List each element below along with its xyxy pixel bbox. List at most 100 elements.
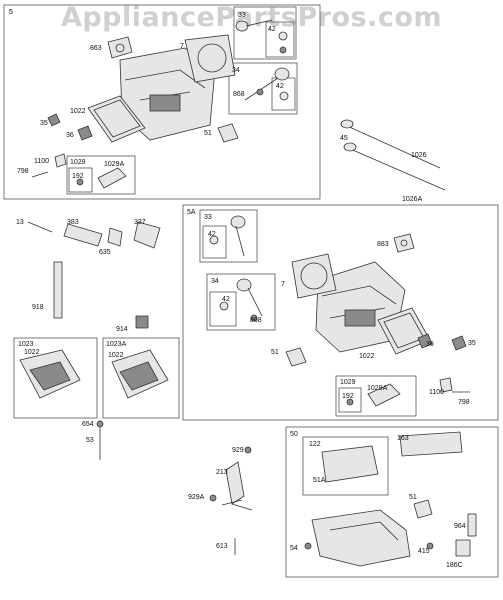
rocker-cover-1023 (19, 349, 81, 399)
nut-415 (426, 542, 434, 550)
label-1029A-a: 1029A (104, 161, 125, 168)
section-50-box (285, 426, 499, 578)
head-gasket-7a (184, 34, 236, 83)
section-1023a-box (102, 337, 180, 419)
label-798a: 798 (17, 168, 29, 175)
subbox-33-a (233, 6, 297, 60)
label-42d: 42 (222, 296, 230, 303)
pushrod-1026A (343, 142, 446, 191)
label-163: 163 (397, 435, 409, 442)
subbox-42-a (265, 21, 295, 58)
screw-54 (304, 542, 312, 550)
spring-42c (209, 235, 219, 245)
label-34b: 34 (211, 278, 219, 285)
fitting-964 (467, 513, 477, 537)
label-1029a: 1029 (70, 159, 86, 166)
label-7b: 7 (281, 281, 285, 288)
label-186C: 186C (446, 562, 463, 569)
label-1022b: 1022 (359, 353, 375, 360)
label-51b: 51 (271, 349, 279, 356)
label-929: 929 (232, 447, 244, 454)
elbow-635 (107, 227, 123, 247)
subbox-1029-a (66, 155, 136, 195)
label-1022a: 1022 (70, 108, 86, 115)
rocker-gasket-1022a (87, 95, 146, 143)
tube-383 (63, 223, 103, 247)
screw-798a (31, 171, 49, 178)
subbox-122 (302, 436, 389, 496)
label-35a: 35 (40, 120, 48, 127)
section-5-box (3, 4, 321, 200)
nut-654 (96, 420, 104, 428)
label-51A: 51A (313, 477, 326, 484)
gasket-863a (107, 36, 133, 59)
label-415: 415 (418, 548, 430, 555)
label-13: 13 (16, 219, 24, 226)
pushrod-45 (340, 119, 441, 169)
breather-1029a (97, 167, 127, 189)
subbox-33-b (199, 209, 258, 263)
label-192b: 192 (342, 393, 354, 400)
label-36b: 36 (426, 341, 434, 348)
gasket-883b (393, 233, 415, 253)
label-54: 54 (290, 545, 298, 552)
section-1023a-label: 1023A (106, 341, 127, 348)
gasket-51a (217, 123, 239, 143)
label-42c: 42 (208, 231, 216, 238)
spring-36a (77, 125, 93, 141)
label-36a: 36 (66, 132, 74, 139)
label-53: 53 (86, 437, 94, 444)
label-35b: 35 (468, 340, 476, 347)
bracket-1100a (54, 153, 67, 168)
rocker-cover-1023a (111, 349, 169, 399)
label-1026A: 1026A (402, 196, 423, 203)
label-192a: 192 (72, 173, 84, 180)
governor-213 (221, 461, 253, 511)
label-868a: 868 (233, 91, 245, 98)
spring-42d (219, 301, 229, 311)
subbox-192-b (338, 387, 362, 413)
screw-929A (209, 494, 217, 502)
section-1023-label: 1023 (18, 341, 34, 348)
label-51c: 51 (409, 494, 417, 501)
label-1026: 1026 (411, 152, 427, 159)
key-868a (256, 88, 264, 96)
breather-35b (451, 335, 467, 351)
breather-1029b (367, 383, 401, 407)
label-213: 213 (216, 469, 228, 476)
dipstick-918 (53, 261, 63, 319)
label-613: 613 (216, 543, 228, 550)
valve-33a (235, 19, 273, 32)
gasket-51b (285, 347, 307, 367)
screw-13 (27, 221, 53, 233)
bracket-1100b (439, 377, 453, 393)
label-1022d: 1022 (108, 352, 124, 359)
gasket-51c (413, 499, 433, 519)
label-51a: 51 (204, 130, 212, 137)
label-1022c: 1022 (24, 349, 40, 356)
label-1029A-b: 1029A (367, 385, 388, 392)
label-883b: 883 (377, 241, 389, 248)
label-122: 122 (309, 441, 321, 448)
label-798b: 798 (458, 399, 470, 406)
section-5a-label: 5A (187, 209, 196, 216)
label-337: 337 (134, 219, 146, 226)
spring-42a (278, 31, 288, 41)
subbox-34-a (228, 62, 298, 115)
breather-35a (47, 113, 61, 127)
label-863a: 863 (90, 45, 102, 52)
label-918: 918 (32, 304, 44, 311)
manifold (311, 509, 411, 567)
label-34a: 34 (232, 67, 240, 74)
label-654: 654 (82, 421, 94, 428)
section-50-label: 50 (290, 431, 298, 438)
head-gasket-7b (291, 253, 337, 299)
label-42b: 42 (276, 83, 284, 90)
retainer-42a (279, 46, 287, 54)
label-868b: 868 (250, 317, 262, 324)
intake-122 (321, 445, 379, 483)
label-42a: 42 (268, 26, 276, 33)
section-5-label: 5 (9, 9, 13, 16)
screw-192a (76, 178, 84, 186)
